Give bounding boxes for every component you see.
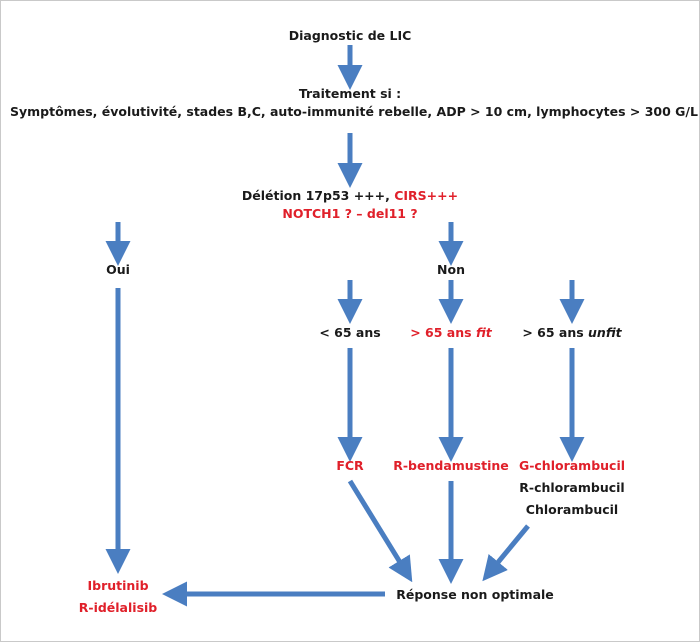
node-reponse: Réponse non optimale [396, 587, 554, 602]
node-r-bendamustine: R-bendamustine [393, 458, 509, 473]
node-age-over65-fit: > 65 ans fit [391, 325, 511, 340]
node-oui: Oui [106, 262, 130, 277]
unfit-word: unfit [588, 325, 622, 340]
fit-word: fit [475, 325, 492, 340]
node-non: Non [437, 262, 465, 277]
node-age-over65-unfit: > 65 ans unfit [512, 325, 632, 340]
node-treatment-criteria: Symptômes, évolutivité, stades B,C, auto… [10, 104, 698, 119]
node-notch: NOTCH1 ? – del11 ? [282, 206, 418, 221]
unfit-prefix: > 65 ans [522, 325, 589, 340]
arrow-fcr-to-reponse [347, 479, 413, 583]
node-fcr: FCR [336, 458, 364, 473]
node-ibrutinib: Ibrutinib [87, 578, 149, 593]
deletion-text: Délétion 17p53 +++, [241, 188, 395, 203]
fit-prefix: > 65 ans [410, 325, 476, 340]
node-treatment-title: Traitement si : [298, 86, 402, 101]
node-g-chlorambucil: G-chlorambucil [518, 458, 626, 473]
node-deletion: Délétion 17p53 +++, CIRS+++ [200, 188, 500, 203]
arrow-chlor-to-reponse [482, 524, 530, 582]
node-r-chlorambucil: R-chlorambucil [519, 480, 625, 495]
node-diagnostic: Diagnostic de LIC [288, 28, 412, 43]
node-chlorambucil: Chlorambucil [525, 502, 619, 517]
node-age-under65: < 65 ans [319, 325, 381, 340]
cirs-text: CIRS+++ [394, 188, 459, 203]
node-r-idelalisib: R-idélalisib [78, 600, 158, 615]
